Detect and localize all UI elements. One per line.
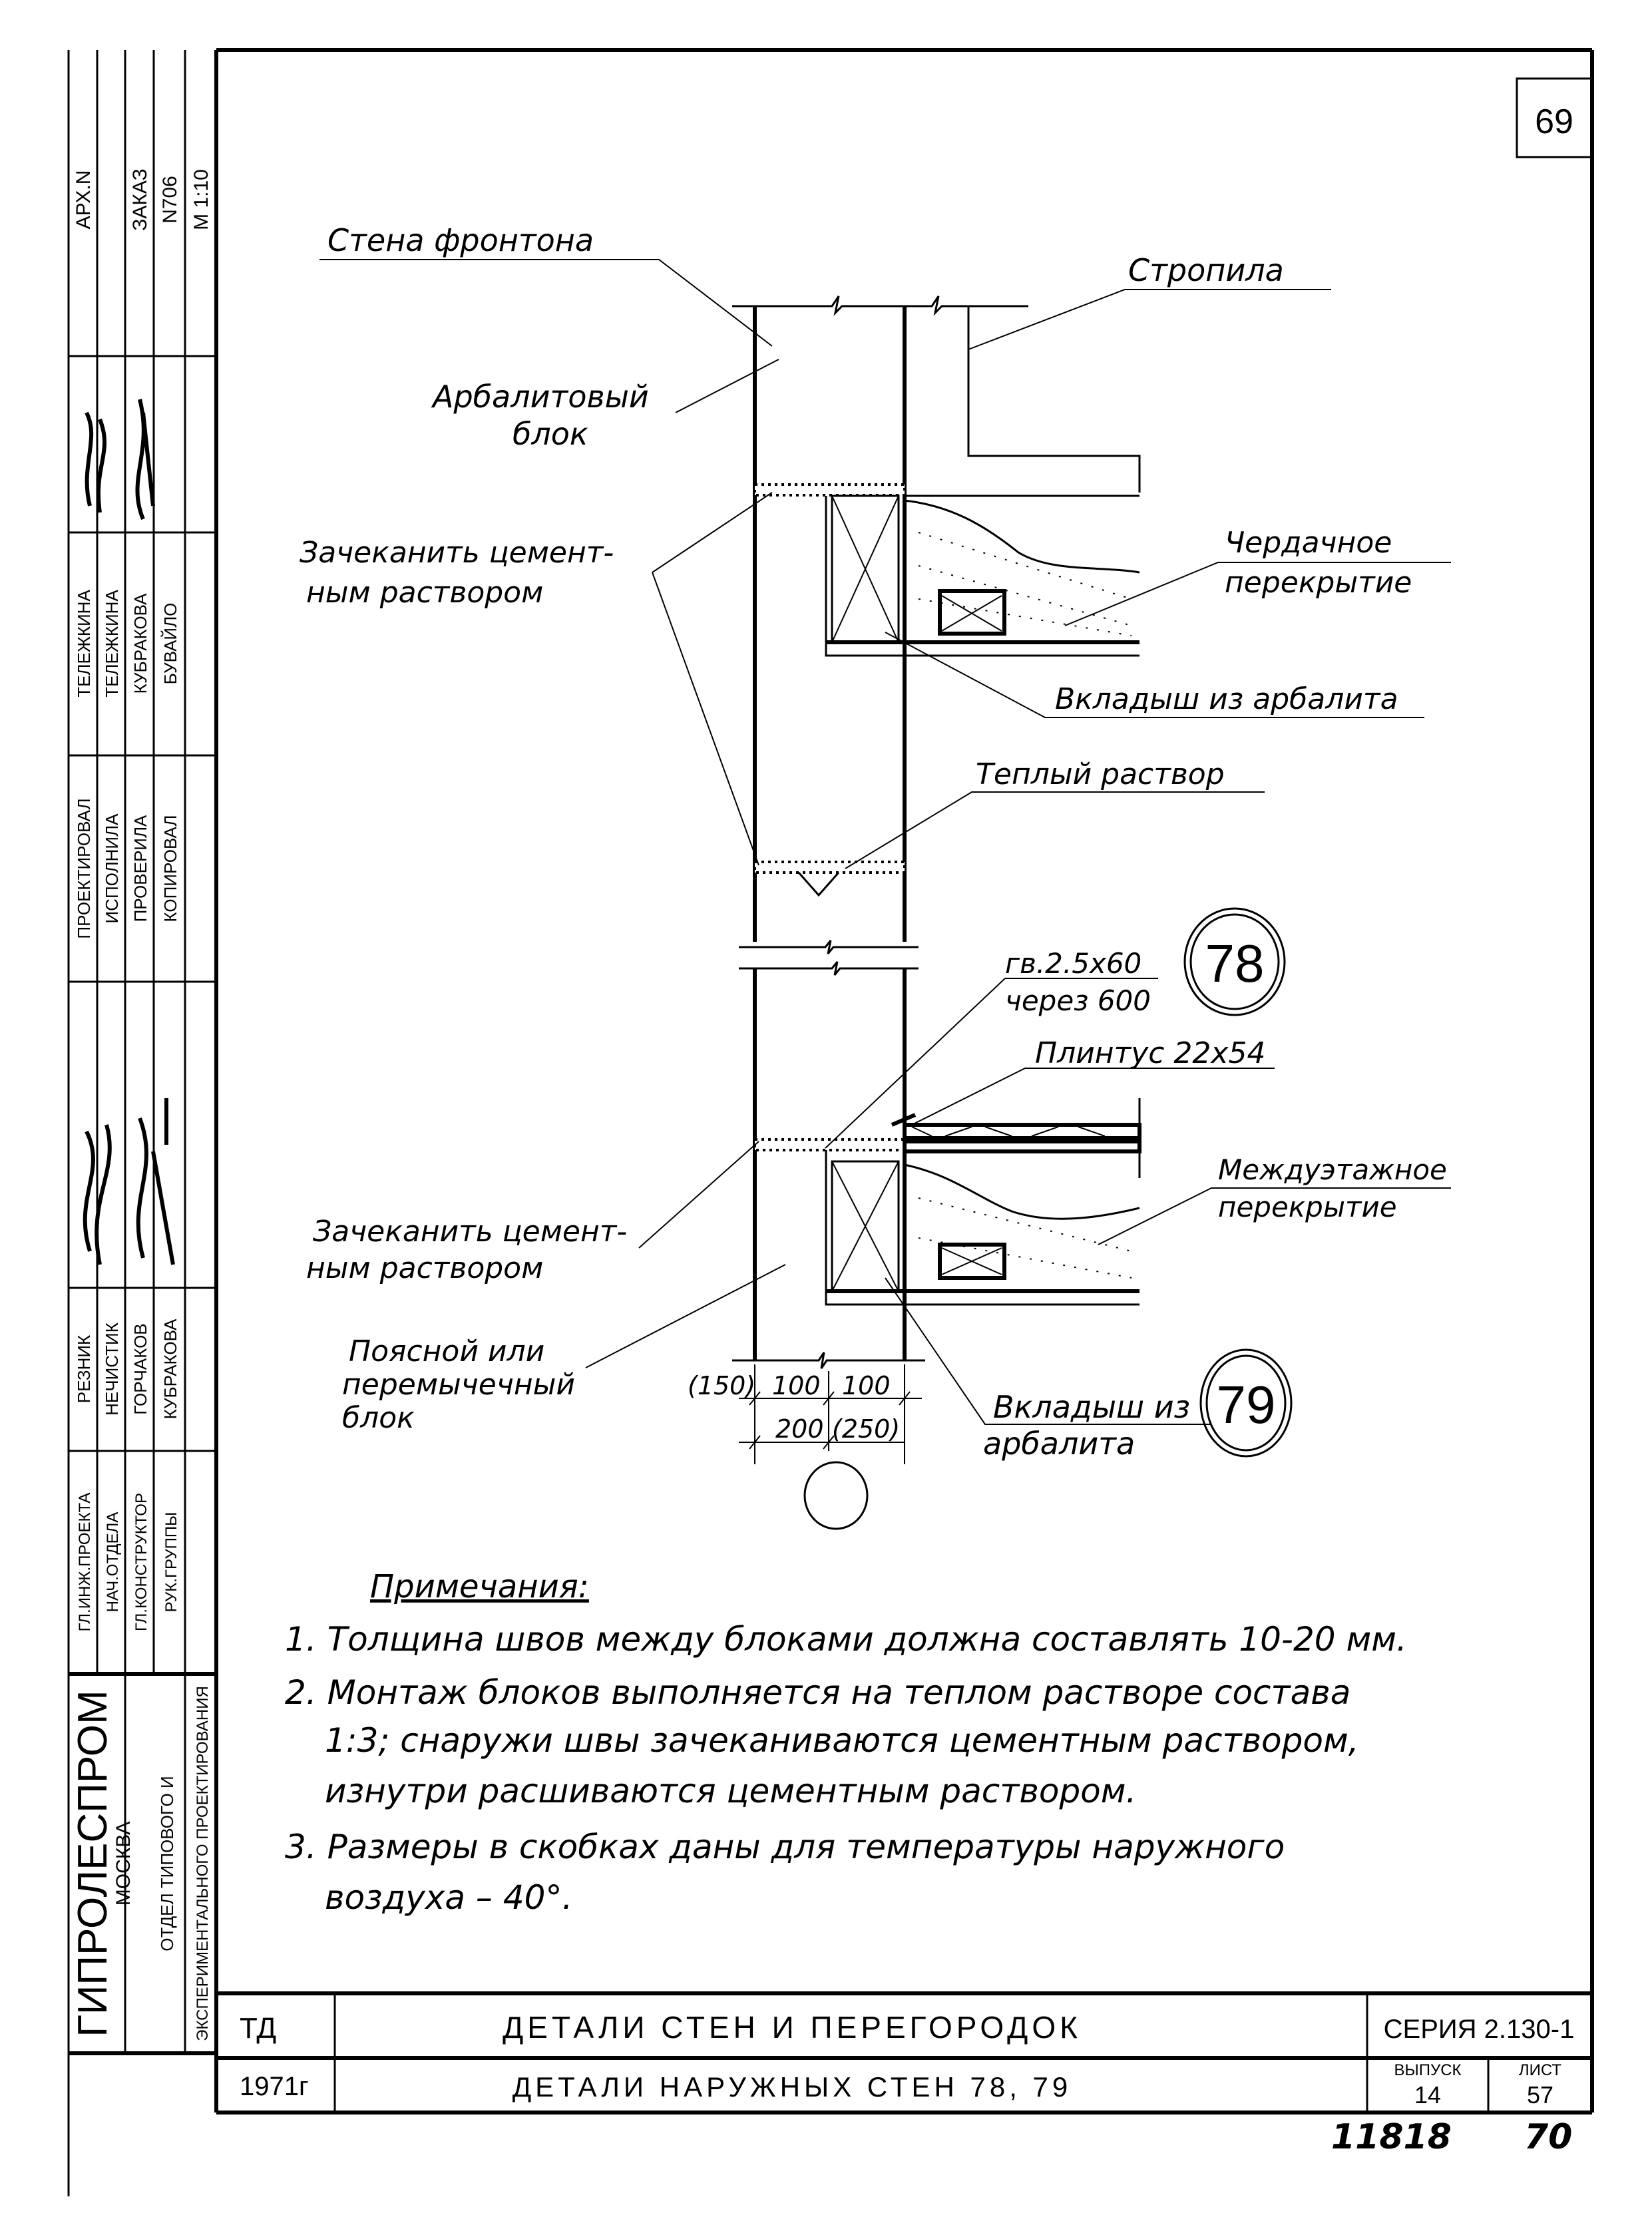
dimension-100-left: 100 (772, 1371, 821, 1400)
department-line-1: ОТДЕЛ ТИПОВОГО И (157, 1776, 177, 1951)
label-nail-2: через 600 (1005, 984, 1151, 1017)
order-label: ЗАКАЗ (129, 168, 151, 230)
issue-label: ВЫПУСК (1394, 2061, 1461, 2079)
archive-label: АРХ.N (73, 170, 95, 230)
label-nail-1: гв.2.5х60 (1005, 947, 1141, 980)
label-attic-floor-1: Чердачное (1225, 526, 1392, 560)
name-executor: ТЕЛЕЖКИНА (102, 590, 122, 698)
label-plinth: Плинтус 22х54 (1035, 1036, 1265, 1070)
organization-name: ГИПРОЛЕСПРОМ (70, 1690, 116, 2037)
footer-code: 11818 (1331, 2117, 1452, 2157)
label-caulk-top-2: ным раствором (306, 576, 543, 610)
footer-page: 70 (1524, 2117, 1572, 2157)
label-interfloor-1: Междуэтажное (1218, 1153, 1447, 1186)
sheet-number: 57 (1527, 2081, 1553, 2109)
label-interfloor-2: перекрытие (1218, 1191, 1397, 1223)
sheet-frame (67, 48, 1594, 2196)
dimension-100-right: 100 (842, 1371, 891, 1400)
name-group-lead: КУБРАКОВА (160, 1318, 180, 1420)
mortar-joint (753, 861, 906, 874)
label-lintel-2: перемычечный (342, 1368, 575, 1402)
page-number: 69 (1535, 102, 1573, 141)
label-caulk-bot-1: Зачеканить цемент- (313, 1215, 627, 1249)
role-executed: ИСПОЛНИЛА (102, 813, 122, 924)
label-insert-bot-1: Вкладыш из (993, 1389, 1190, 1425)
arbolite-insert (938, 589, 1006, 636)
leader-lines (319, 259, 1451, 1425)
scale: М 1:10 (190, 169, 212, 230)
issue-number: 14 (1414, 2081, 1441, 2109)
mortar-joint (753, 483, 906, 497)
label-insert-bot-2: арбалита (983, 1426, 1135, 1462)
name-checker: КУБРАКОВА (130, 593, 150, 694)
role-group-lead: РУК.ГРУППЫ (162, 1512, 180, 1613)
label-block-2: блок (513, 416, 588, 452)
arbolite-insert (938, 1243, 1006, 1280)
drawing-labels: Стена фронтона Стропила Арбалитовый блок… (300, 222, 1447, 1462)
side-strip: АРХ.N ЗАКАЗ N706 М 1:10 ТЕЛЕЖКИНА ТЕЛЕЖК… (69, 50, 216, 2053)
role-copied: КОПИРОВАЛ (160, 815, 180, 922)
label-caulk-top-1: Зачеканить цемент- (300, 536, 614, 570)
note-line: 1. Толщина швов между блоками должна сос… (285, 1620, 1407, 1659)
name-chief-engineer: РЕЗНИК (74, 1335, 94, 1403)
name-copier: БУВАЙЛО (160, 603, 180, 685)
detail-mark-79: 79 (1199, 1348, 1293, 1458)
detail-mark-78: 78 (1183, 907, 1286, 1016)
department-line-2: ЭКСПЕРИМЕНТАЛЬНОГО ПРОЕКТИРОВАНИЯ (194, 1686, 212, 2041)
dimension-150: (150) (688, 1371, 755, 1400)
note-line: 3. Размеры в скобках даны для температур… (285, 1828, 1285, 1866)
label-warm-mortar: Теплый раствор (976, 757, 1225, 791)
note-line: 1:3; снаружи швы зачеканиваются цементны… (325, 1721, 1359, 1760)
label-block-1: Арбалитовый (431, 379, 649, 415)
title-block: ТД 1971г ДЕТАЛИ СТЕН И ПЕРЕГОРОДОК ДЕТАЛ… (216, 1991, 1592, 2115)
label-caulk-bot-2: ным раствором (306, 1251, 543, 1285)
note-line: воздуха – 40°. (325, 1878, 572, 1917)
drawing-title: ДЕТАЛИ СТЕН И ПЕРЕГОРОДОК (503, 2010, 1082, 2045)
notes: Примечания: 1. Толщина швов между блокам… (285, 1568, 1407, 1917)
wall-section (732, 296, 1141, 1369)
name-chief-constructor: ГОРЧАКОВ (130, 1323, 150, 1414)
series: СЕРИЯ 2.130-1 (1384, 2015, 1575, 2044)
note-line: 2. Монтаж блоков выполняется на теплом р… (285, 1673, 1350, 1712)
drawing-subtitle: ДЕТАЛИ НАРУЖНЫХ СТЕН 78, 79 (513, 2071, 1072, 2103)
order-number: N706 (159, 176, 181, 224)
name-designer: ТЕЛЕЖКИНА (74, 590, 94, 698)
label-insert-top: Вкладыш из арбалита (1055, 682, 1398, 716)
label-rafters: Стропила (1128, 252, 1284, 288)
label-lintel-1: Поясной или (349, 1334, 544, 1368)
detail-number: 78 (1205, 934, 1265, 993)
attic-floor (825, 495, 1140, 657)
label-attic-floor-2: перекрытие (1225, 566, 1412, 600)
dimension-200: 200 (775, 1414, 824, 1444)
note-line: изнутри расшиваются цементным раствором. (325, 1772, 1136, 1810)
label-gable-wall: Стена фронтона (327, 222, 594, 258)
organization-city: МОСКВА (112, 1822, 134, 1906)
signature (83, 399, 175, 1265)
role-chief-engineer: ГЛ.ИНЖ.ПРОЕКТА (76, 1493, 94, 1632)
detail-number: 79 (1217, 1375, 1276, 1434)
role-designed: ПРОЕКТИРОВАЛ (74, 798, 94, 938)
role-chief-constructor: ГЛ.КОНСТРУКТОР (132, 1493, 150, 1631)
name-dept-head: НЕЧИСТИК (102, 1322, 122, 1416)
sheet-label: ЛИСТ (1519, 2061, 1562, 2079)
page-number-box: 69 (1516, 77, 1593, 158)
role-checked: ПРОВЕРИЛА (130, 815, 150, 922)
interfloor-slab (825, 1098, 1141, 1306)
title-year: 1971г (240, 2072, 309, 2101)
role-dept-head: НАЧ.ОТДЕЛА (104, 1512, 122, 1613)
notes-heading: Примечания: (370, 1568, 589, 1605)
title-code: ТД (240, 2012, 276, 2045)
label-lintel-3: блок (342, 1401, 415, 1435)
dimension-250: (250) (832, 1414, 900, 1444)
dimension-lines (739, 1364, 922, 1530)
